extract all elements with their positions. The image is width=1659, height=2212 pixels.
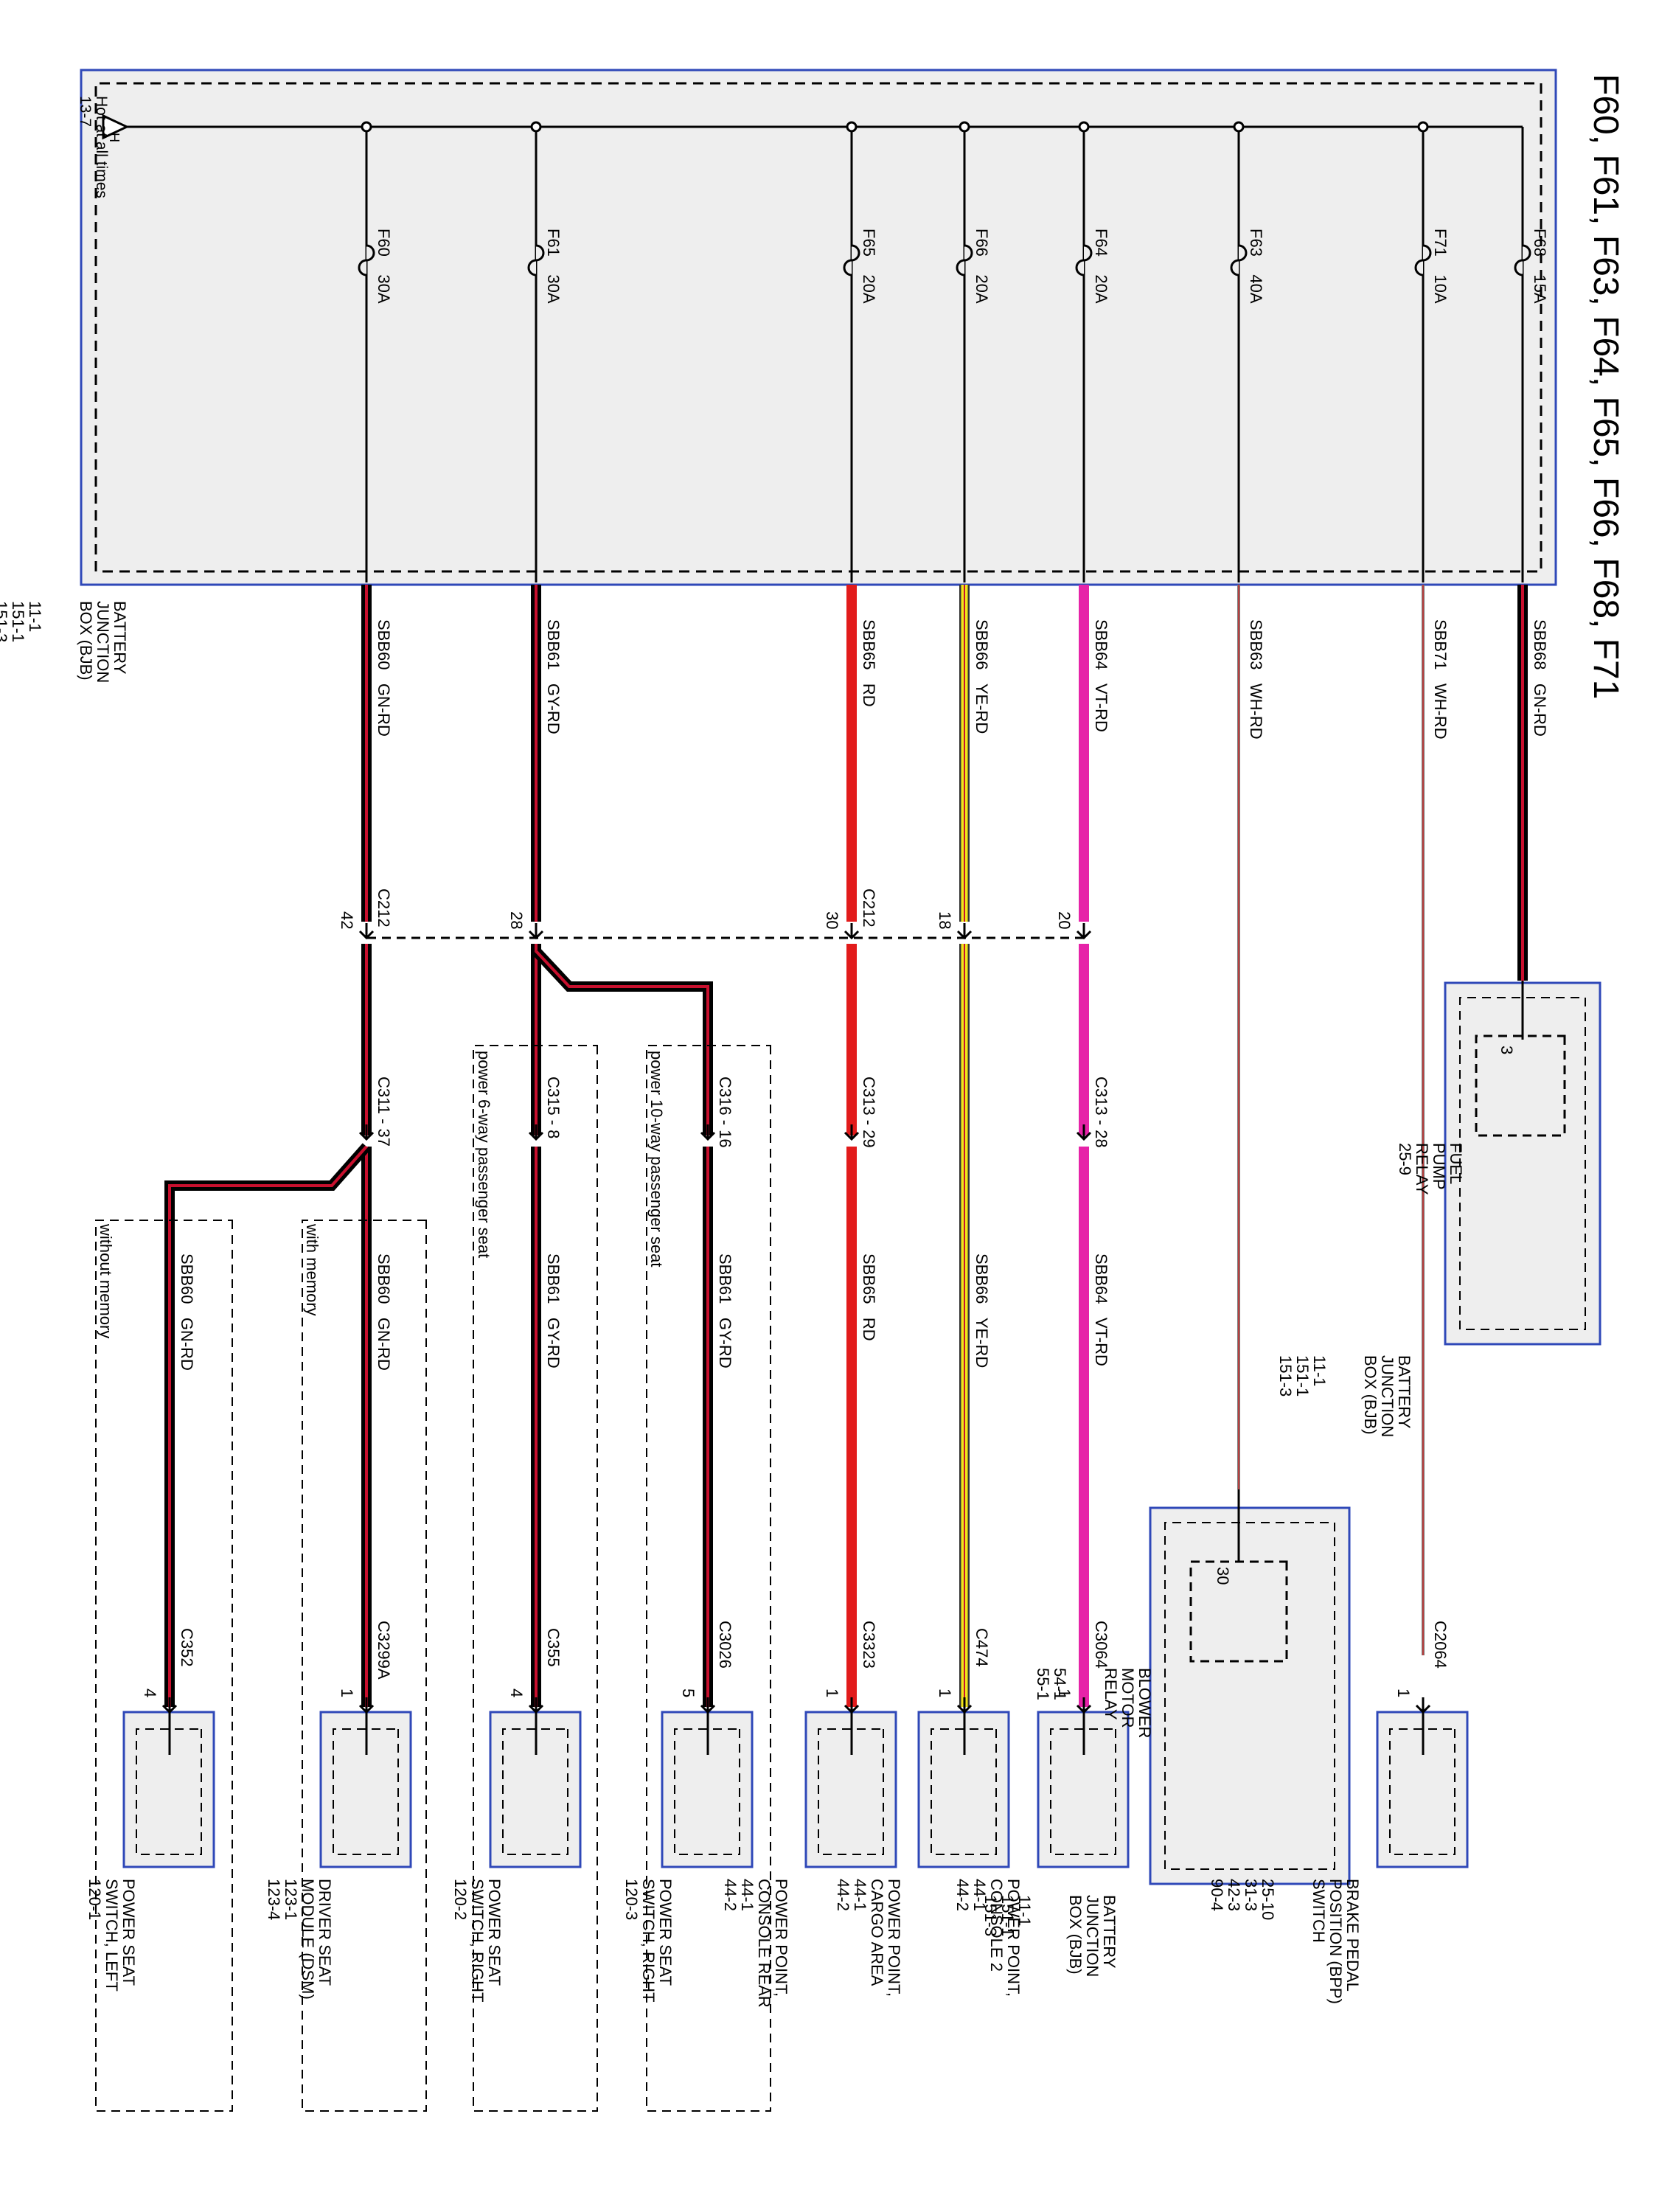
lower-wire-w5: SBB65 RD [860, 1253, 878, 1341]
connector-c3299a: C3299A [375, 1621, 393, 1680]
fuse-f65: F65 20A [860, 229, 878, 304]
pin-c2064: 1 [1394, 1688, 1413, 1698]
fuse-f60: F60 30A [375, 229, 393, 304]
fuse-symbols [358, 244, 1531, 276]
wire-label-sbb60: SBB60 GN-RD [375, 619, 393, 737]
lower-wire-w3: SBB61 GY-RD [544, 1253, 563, 1368]
fuse-f64: F64 20A [1092, 229, 1110, 304]
blower-relay-pin: 30 [1214, 1567, 1232, 1585]
connector-c2064: C2064 [1431, 1621, 1450, 1669]
hot-ref: 13-7 [77, 96, 94, 128]
pin-c352: 4 [141, 1688, 159, 1698]
pin-c355: 4 [507, 1688, 526, 1698]
blower-bjb-box [1149, 1506, 1351, 1885]
fuse-f68: F68 15A [1531, 229, 1549, 304]
option-box-10way [646, 1045, 771, 2112]
connector-c352: C352 [178, 1628, 196, 1667]
component-taps [161, 1696, 1431, 1755]
option-10way-label: power 10-way passenger seat [647, 1051, 666, 1267]
connector-c474: C474 [973, 1628, 991, 1667]
fuse-branches [365, 127, 1524, 582]
option-box-with-memory [302, 1220, 427, 2112]
hot-label: Hot at all times [93, 96, 110, 198]
connector-c3064: C3064 [1092, 1621, 1110, 1669]
c311-label: C311 - 37 [375, 1077, 393, 1147]
pin-c3323: 1 [823, 1688, 841, 1698]
c212-pin-30: 30 [823, 911, 841, 930]
bjb-top-box [80, 69, 1557, 586]
fuse-f66: F66 20A [973, 229, 991, 304]
fuse-f63: F63 40A [1247, 229, 1265, 304]
pin-c474: 1 [936, 1688, 954, 1698]
pin-c3299a: 1 [338, 1688, 356, 1698]
lower-wire-w2: SBB60 GN-RD [375, 1253, 393, 1371]
connector-c3026: C3026 [716, 1621, 734, 1669]
option-without-memory-label: without memory [97, 1224, 115, 1339]
wire-label-sbb64: SBB64 VT-RD [1092, 619, 1110, 732]
page-title: F60, F61, F63, F64, F65, F66, F68, F71 [1586, 74, 1625, 700]
fuel-pump-relay-box [1475, 1034, 1566, 1137]
c212-pin-20: 20 [1055, 911, 1074, 930]
option-with-memory-label: with memory [303, 1224, 321, 1316]
hot-symbol-letter: H [107, 133, 122, 142]
fuse-f71: F71 10A [1431, 229, 1450, 304]
c212-label-b: C212 [860, 888, 878, 928]
lower-wire-w6: SBB66 YE-RD [973, 1253, 991, 1368]
option-box-without-memory [95, 1220, 233, 2112]
wire-label-sbb68: SBB68 GN-RD [1531, 619, 1549, 737]
wire-label-sbb63: SBB63 WH-RD [1247, 619, 1265, 740]
option-box-6way [473, 1045, 598, 2112]
wire-label-sbb61: SBB61 GY-RD [544, 619, 563, 734]
wire-label-sbb65: SBB65 RD [860, 619, 878, 707]
c212-pin-18: 18 [936, 911, 954, 930]
c212-pin-42: 42 [338, 911, 356, 930]
wire-label-sbb71: SBB71 WH-RD [1431, 619, 1450, 740]
c316-label: C316 - 16 [716, 1077, 734, 1148]
fuse-f61: F61 30A [544, 229, 563, 304]
wire-label-sbb66: SBB66 YE-RD [973, 619, 991, 734]
lower-wire-w1: SBB60 GN-RD [178, 1253, 196, 1371]
c313-28-label: C313 - 28 [1092, 1077, 1110, 1148]
c313-29-label: C313 - 29 [860, 1077, 878, 1148]
c212-label-a: C212 [375, 888, 393, 928]
bus-junctions [361, 121, 1429, 133]
c212-pin-28: 28 [507, 911, 526, 930]
lower-wire-w7: SBB64 VT-RD [1092, 1253, 1110, 1366]
c315-label: C315 - 8 [544, 1077, 563, 1139]
connector-c355: C355 [544, 1628, 563, 1667]
c212-tap-symbols [358, 922, 1092, 939]
fuel-relay-pin: 3 [1498, 1046, 1516, 1055]
connector-c3323: C3323 [860, 1621, 878, 1669]
pin-c3026: 5 [679, 1688, 698, 1698]
component-boxes [122, 1711, 1469, 1868]
hot-symbol [102, 114, 130, 140]
lower-wire-w4: SBB61 GY-RD [716, 1253, 734, 1368]
option-6way-label: power 6-way passenger seat [475, 1051, 493, 1259]
